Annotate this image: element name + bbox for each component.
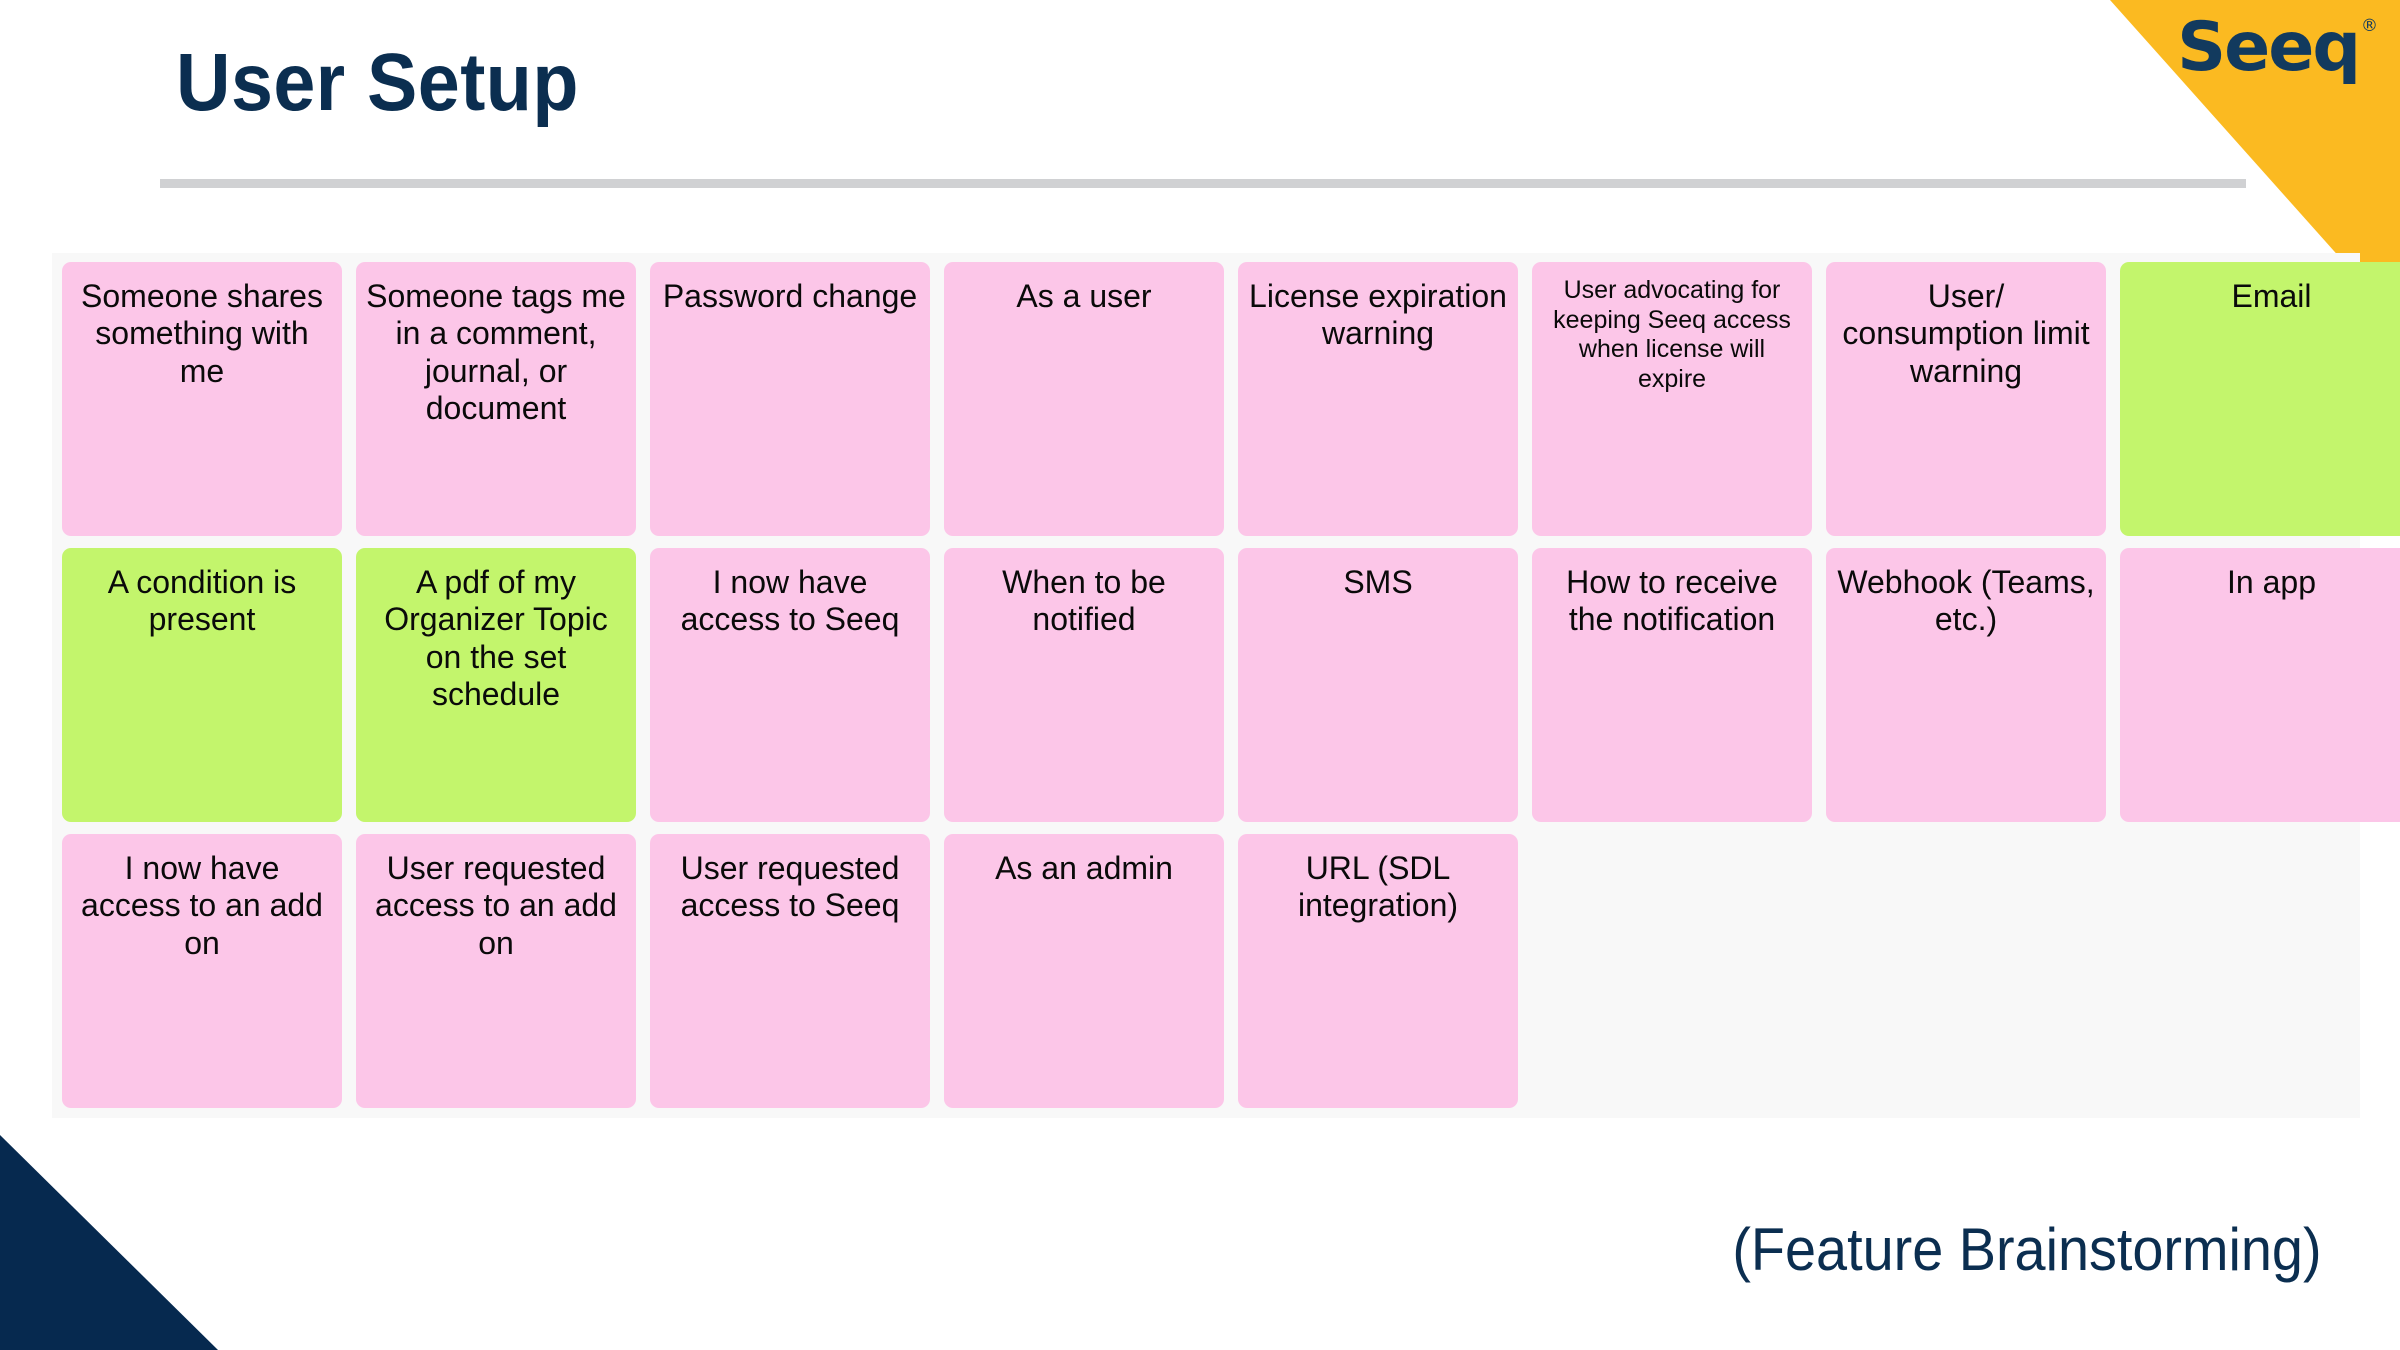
board-cell-empty [1826,834,2106,1108]
page-title: User Setup [176,37,579,128]
sticky-note[interactable]: User/ consumption limit warning [1826,262,2106,536]
sticky-note[interactable]: User advocating for keeping Seeq access … [1532,262,1812,536]
sticky-note[interactable]: When to be notified [944,548,1224,822]
sticky-note[interactable]: As an admin [944,834,1224,1108]
sticky-note[interactable]: Email [2120,262,2400,536]
sticky-note[interactable]: User requested access to Seeq [650,834,930,1108]
sticky-note[interactable]: Someone tags me in a comment, journal, o… [356,262,636,536]
sticky-note[interactable]: In app [2120,548,2400,822]
sticky-note[interactable]: Webhook (Teams, etc.) [1826,548,2106,822]
sticky-note[interactable]: User requested access to an add on [356,834,636,1108]
navy-corner-accent [0,1135,218,1350]
title-divider-rule [160,179,2246,188]
sticky-note[interactable]: A pdf of my Organizer Topic on the set s… [356,548,636,822]
board-cell-empty [1532,834,1812,1108]
sticky-note[interactable]: I now have access to an add on [62,834,342,1108]
sticky-note[interactable]: License expiration warning [1238,262,1518,536]
sticky-note[interactable]: I now have access to Seeq [650,548,930,822]
sticky-note[interactable]: SMS [1238,548,1518,822]
seeq-logo: Seeq ® [2177,14,2378,82]
sticky-note[interactable]: As a user [944,262,1224,536]
board-cell-empty [2120,834,2400,1108]
sticky-note[interactable]: Someone shares something with me [62,262,342,536]
sticky-note[interactable]: How to receive the notification [1532,548,1812,822]
footer-caption: (Feature Brainstorming) [1732,1216,2322,1283]
sticky-note[interactable]: Password change [650,262,930,536]
registered-trademark-icon: ® [2361,16,2378,36]
seeq-logo-wordmark: Seeq [2177,8,2361,87]
sticky-note[interactable]: URL (SDL integration) [1238,834,1518,1108]
sticky-note[interactable]: A condition is present [62,548,342,822]
